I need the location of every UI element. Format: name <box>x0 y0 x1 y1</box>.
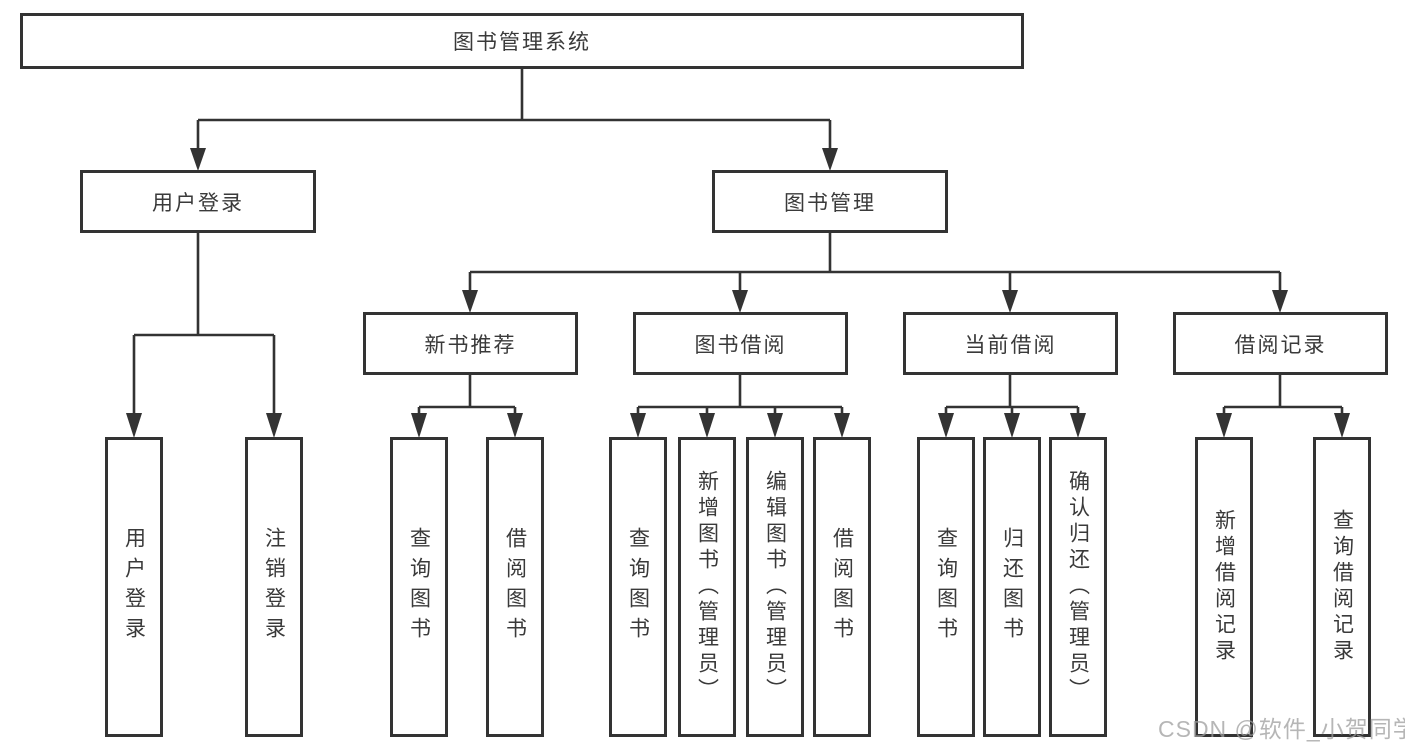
leaf-return-books: 归还图书 <box>983 437 1041 737</box>
leaf-add-books-admin: 新增图书（管理员） <box>678 437 736 737</box>
node-book-borrow: 图书借阅 <box>633 312 848 375</box>
csdn-watermark: CSDN @软件_小贺同学 <box>1158 716 1405 742</box>
leaf-query-books-borrow: 查询图书 <box>609 437 667 737</box>
node-book-management: 图书管理 <box>712 170 948 233</box>
node-current-borrow: 当前借阅 <box>903 312 1118 375</box>
leaf-query-borrow-record: 查询借阅记录 <box>1313 437 1371 737</box>
leaf-query-books-recommend: 查询图书 <box>390 437 448 737</box>
leaf-confirm-return-admin: 确认归还（管理员） <box>1049 437 1107 737</box>
leaf-add-borrow-record: 新增借阅记录 <box>1195 437 1253 737</box>
leaf-borrow-books-recommend: 借阅图书 <box>486 437 544 737</box>
leaf-query-books-current: 查询图书 <box>917 437 975 737</box>
leaf-edit-books-admin: 编辑图书（管理员） <box>746 437 804 737</box>
leaf-logout: 注销登录 <box>245 437 303 737</box>
node-library-system: 图书管理系统 <box>20 13 1024 69</box>
node-user-login: 用户登录 <box>80 170 316 233</box>
leaf-borrow-books: 借阅图书 <box>813 437 871 737</box>
leaf-user-login: 用户登录 <box>105 437 163 737</box>
node-borrow-records: 借阅记录 <box>1173 312 1388 375</box>
node-new-book-recommend: 新书推荐 <box>363 312 578 375</box>
